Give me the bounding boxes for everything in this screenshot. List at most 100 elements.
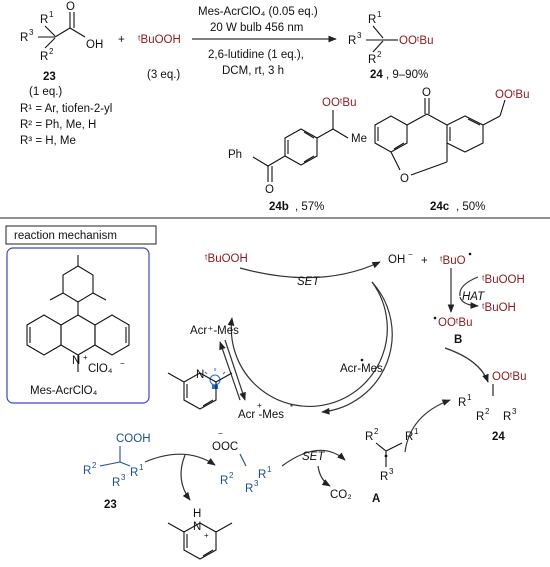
condition-solvent: DCM, rt, 3 h <box>222 65 284 77</box>
catalytic-cycle-top <box>227 281 388 407</box>
set-arc-bottom <box>281 449 346 467</box>
reagent-tbuooh: ᵗBuOOH <box>138 34 181 46</box>
svg-text:1: 1 <box>49 10 54 19</box>
sm-label: 23 <box>43 71 56 83</box>
svg-text:2: 2 <box>92 461 97 470</box>
svg-text:1: 1 <box>139 463 144 472</box>
label-b: B <box>454 334 462 346</box>
phenyl-label: Ph <box>228 149 242 161</box>
r2-definition: R² = Ph, Me, H <box>20 119 96 131</box>
acr-radical-mes: Acr-Mes <box>340 363 383 375</box>
example-24b-label: 24b <box>269 201 289 213</box>
lutidine-structure <box>167 372 233 410</box>
co2-label: CO₂ <box>330 489 352 501</box>
tbuo-radical: ᵗBuO <box>440 255 466 267</box>
plus-sign: + <box>118 34 125 46</box>
svg-text:−: − <box>218 429 223 438</box>
svg-text:2: 2 <box>485 407 490 416</box>
product-24: R 1 R 3 R 2 OOᵗBu <box>348 10 433 66</box>
svg-text:3: 3 <box>512 407 517 416</box>
svg-text:3: 3 <box>121 473 126 482</box>
peroxy-radical: OOᵗBu <box>438 317 472 329</box>
hydroxyl: OH <box>86 39 103 51</box>
set-label-bottom: SET <box>302 451 325 463</box>
example-24b-yield: , 57% <box>295 201 324 213</box>
example-24c-structure: O O OOᵗBu <box>374 87 529 185</box>
svg-text:R: R <box>20 32 28 44</box>
example-24b-peroxide: OOᵗBu <box>322 97 356 109</box>
product-label: 24 <box>370 69 383 81</box>
acridinium-catalyst-structure <box>26 255 130 372</box>
svg-text:N: N <box>193 521 201 533</box>
product-peroxide: OOᵗBu <box>399 35 433 47</box>
example-24c-label: 24c <box>430 201 450 213</box>
ketone-o-24c: O <box>422 87 431 99</box>
mechanism-title-box <box>5 225 157 245</box>
svg-text:R: R <box>380 471 388 483</box>
svg-text:+: + <box>83 353 88 362</box>
svg-text:R: R <box>220 475 228 487</box>
svg-text:R: R <box>40 51 48 63</box>
svg-text:2: 2 <box>229 471 234 480</box>
mech-tbuooh-right: ᵗBuOOH <box>482 274 525 286</box>
label-a: A <box>372 493 380 505</box>
svg-text:R: R <box>476 411 484 423</box>
condition-base: 2,6-lutidine (1 eq.), <box>208 49 304 61</box>
condition-light: 20 W bulb 456 nm <box>210 22 303 34</box>
hydroxide: OH <box>388 254 405 266</box>
svg-text:Me: Me <box>351 133 367 145</box>
label-23: 23 <box>104 499 117 511</box>
svg-text:R: R <box>365 431 373 443</box>
acr-plus-mes: Acr⁺-Mes <box>190 325 239 337</box>
svg-text:3: 3 <box>357 31 362 40</box>
svg-text:R: R <box>503 411 511 423</box>
carbonyl-o: O <box>66 1 75 13</box>
svg-text:R: R <box>368 54 376 66</box>
svg-text:2: 2 <box>374 427 379 436</box>
svg-text:*: * <box>290 403 293 412</box>
set-label-top: SET <box>297 276 320 288</box>
svg-text:3: 3 <box>389 467 394 476</box>
example-24c-peroxide: OOᵗBu <box>495 89 529 101</box>
catalytic-cycle-right <box>321 281 393 415</box>
condition-catalyst: Mes-AcrClO₄ (0.05 eq.) <box>198 6 318 18</box>
example-24c-yield: , 50% <box>456 201 485 213</box>
catalyst-counterion: ClO₄ <box>88 363 113 375</box>
svg-text:N: N <box>72 355 80 367</box>
svg-text:R: R <box>458 397 466 409</box>
svg-text:−: − <box>408 250 413 259</box>
ether-o-24c: O <box>400 173 409 185</box>
example-24b-structure: Ph O OOᵗBu <box>228 97 356 196</box>
svg-text:3: 3 <box>254 479 259 488</box>
mech-tbuooh-left: ᵗBuOOH <box>205 253 248 265</box>
cooh-label: COOH <box>116 433 151 445</box>
catalyst-name: Mes-AcrClO₄ <box>30 385 98 397</box>
tbuoh: ᵗBuOH <box>482 302 516 314</box>
svg-text:2: 2 <box>377 50 382 59</box>
svg-text:R: R <box>368 14 376 26</box>
relaxation-arrow <box>219 341 241 401</box>
hat-label: HAT <box>462 291 485 303</box>
svg-text:R: R <box>348 35 356 47</box>
mechanism-title: reaction mechanism <box>14 230 117 242</box>
ketone-o: O <box>265 184 274 196</box>
svg-text:+: + <box>204 531 209 540</box>
starting-material-23: 1 R R 3 R 2 O OH <box>20 1 103 63</box>
r1-definition: R¹ = Ar, tiofen-2-yl <box>20 103 112 115</box>
acr-excited: Acr -Mes <box>238 409 284 421</box>
r3-definition: R³ = H, Me <box>20 135 76 147</box>
sm-equiv: (1 eq.) <box>29 86 62 98</box>
svg-text:R: R <box>130 467 138 479</box>
svg-text:R: R <box>258 469 266 481</box>
product-yield: , 9–90% <box>386 69 428 81</box>
svg-text:2: 2 <box>49 47 54 56</box>
reagent-equiv: (3 eq.) <box>147 69 180 81</box>
svg-text:R: R <box>245 483 253 495</box>
excitation-arrow <box>224 339 246 401</box>
svg-text:R: R <box>83 465 91 477</box>
set-arc-top <box>239 261 381 279</box>
carboxylate-label: OOC <box>212 441 238 453</box>
label-24: 24 <box>492 431 505 443</box>
catalyst-box <box>6 247 150 404</box>
